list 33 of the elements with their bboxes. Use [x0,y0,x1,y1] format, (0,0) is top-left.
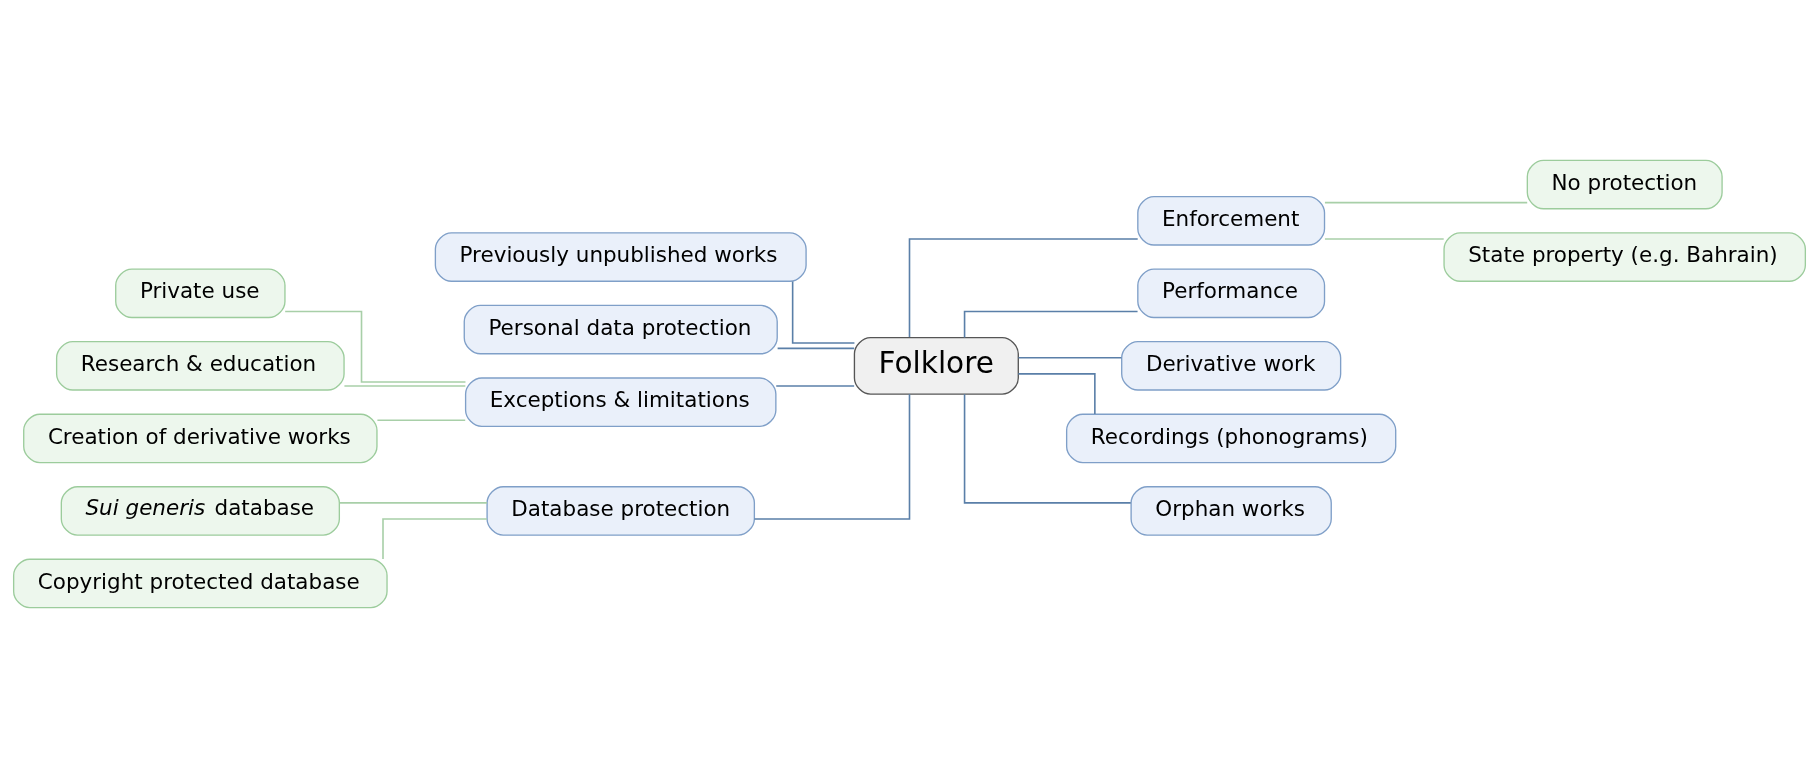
node-box: State property (e.g. Bahrain) [1443,231,1806,282]
node-box: Performance [1137,268,1326,318]
node-box: Folklore [853,336,1019,395]
connector [963,392,1132,504]
node-box: Orphan works [1130,485,1332,536]
connector [776,347,855,349]
node-box: Recordings (phonograms) [1065,413,1397,463]
connector [791,280,856,344]
node-box: Copyright protected database [13,558,388,608]
connector [376,418,466,421]
node-box: Creation of derivative works [23,413,378,463]
connector [284,310,467,383]
node-box: Derivative work [1121,340,1342,391]
connector [963,310,1139,338]
connector [343,384,467,387]
node-box: Previously unpublished works [434,231,807,282]
node-box: Personal data protection [463,304,778,354]
connector [338,501,488,504]
connector [1324,237,1445,240]
node-box: Exceptions & limitations [464,376,777,427]
node-box: Sui generis database [60,485,341,536]
connector [1324,201,1528,203]
connector [908,237,1139,338]
connector [775,384,855,387]
node-box: Database protection [486,485,756,536]
node-box: No protection [1526,159,1723,209]
node-box: Enforcement [1137,195,1326,246]
connector [1017,356,1123,359]
node-box: Private use [115,268,286,318]
connector [382,517,488,560]
connector [753,393,911,520]
connector [1017,372,1096,415]
node-box: Research & education [55,340,345,391]
